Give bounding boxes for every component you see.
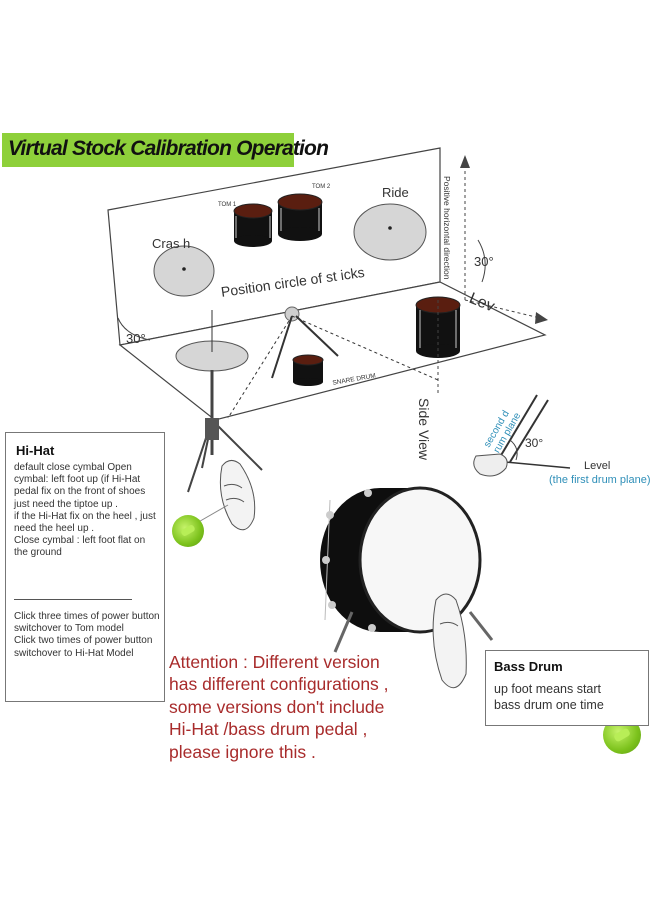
bass-drum <box>320 486 494 689</box>
side-view-hand <box>473 394 571 477</box>
ride-cymbal <box>353 203 427 261</box>
tom1-drum <box>233 203 273 247</box>
angle-right-label: 30° <box>474 254 494 269</box>
diagram-title: Virtual Stock Calibration Operation <box>8 137 329 160</box>
angle-left-label: 30° <box>126 331 146 346</box>
hihat-title: Hi-Hat <box>16 443 55 458</box>
bass-drum-info-box: Bass Drum up foot means start bass drum … <box>485 650 649 726</box>
bass-drum-instructions: up foot means start bass drum one time <box>494 682 604 712</box>
side-view-label: Side View <box>416 398 432 461</box>
vertical-axis-label: Positive horizontal direction <box>442 176 452 280</box>
level-label: Level <box>584 460 611 472</box>
hihat-mode-instructions: Click three times of power button switch… <box>14 611 160 659</box>
first-plane-label: (the first drum plane) <box>549 474 651 486</box>
tom1-label: TOM 1 <box>218 202 237 208</box>
title-banner: Virtual Stock Calibration Operation <box>2 133 329 167</box>
hihat-divider <box>14 599 132 600</box>
crash-label: Cras h <box>152 236 191 251</box>
angle-side-label: 30° <box>525 436 544 450</box>
ride-label: Ride <box>382 185 409 200</box>
position-circle <box>284 306 300 322</box>
tom2-label: TOM 2 <box>312 184 331 190</box>
attention-notice: Attention : Different version has differ… <box>169 652 389 762</box>
tom2-drum <box>277 193 323 241</box>
sensor-button-icon <box>172 515 204 547</box>
bass-drum-title: Bass Drum <box>494 659 563 674</box>
crash-cymbal <box>153 245 215 297</box>
hihat-instructions: default close cymbal Open cymbal: left f… <box>14 462 156 559</box>
hihat-info-box: Hi-Hat default close cymbal Open cymbal:… <box>5 432 165 702</box>
snare-drum <box>292 354 324 386</box>
